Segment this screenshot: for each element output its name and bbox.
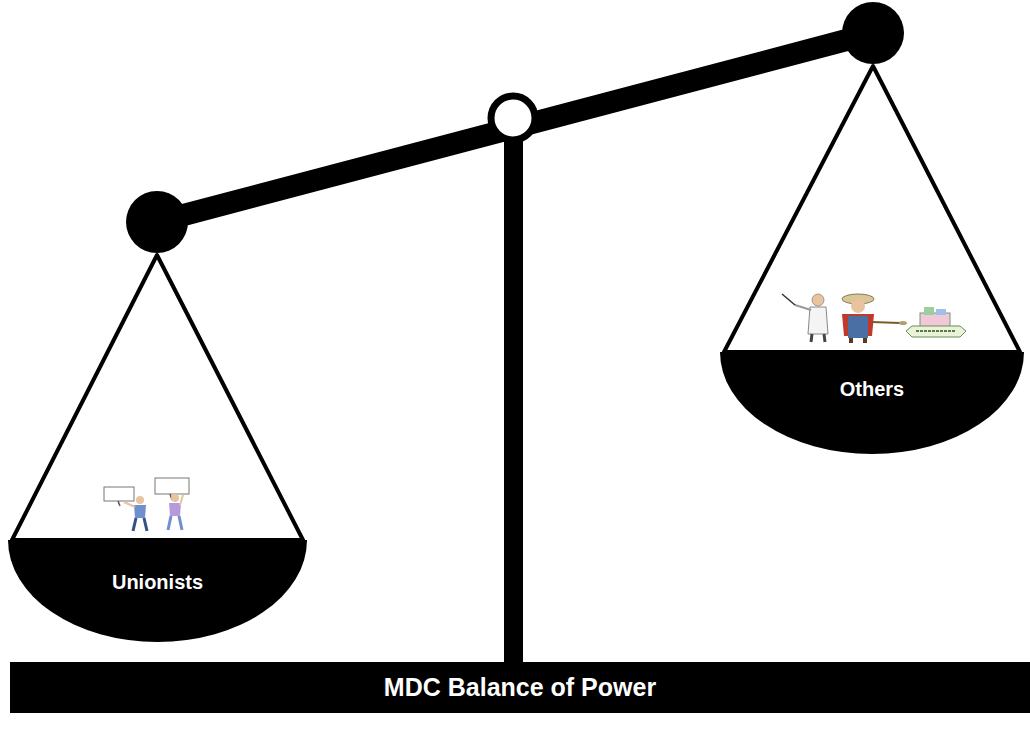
pivot bbox=[491, 96, 535, 140]
node-label: Others bbox=[840, 378, 904, 401]
node-label: Unionists bbox=[112, 571, 203, 594]
pan-outline bbox=[8, 540, 307, 642]
beam-end bbox=[126, 191, 188, 253]
node-label: MDC Balance of Power bbox=[384, 673, 656, 702]
beam-end bbox=[842, 2, 904, 64]
base-bar: MDC Balance of Power bbox=[10, 662, 1030, 713]
pan-outline bbox=[720, 352, 1024, 454]
scale-beam bbox=[157, 33, 873, 222]
protesters-icon bbox=[104, 478, 189, 531]
pan-hanger bbox=[724, 66, 1020, 352]
pan: Unionists bbox=[8, 538, 307, 642]
others-icons bbox=[782, 294, 966, 343]
pan-shape bbox=[720, 350, 1024, 454]
pan: Others bbox=[720, 350, 1024, 454]
pan-hanger bbox=[12, 255, 303, 540]
scale-pole bbox=[504, 120, 523, 665]
